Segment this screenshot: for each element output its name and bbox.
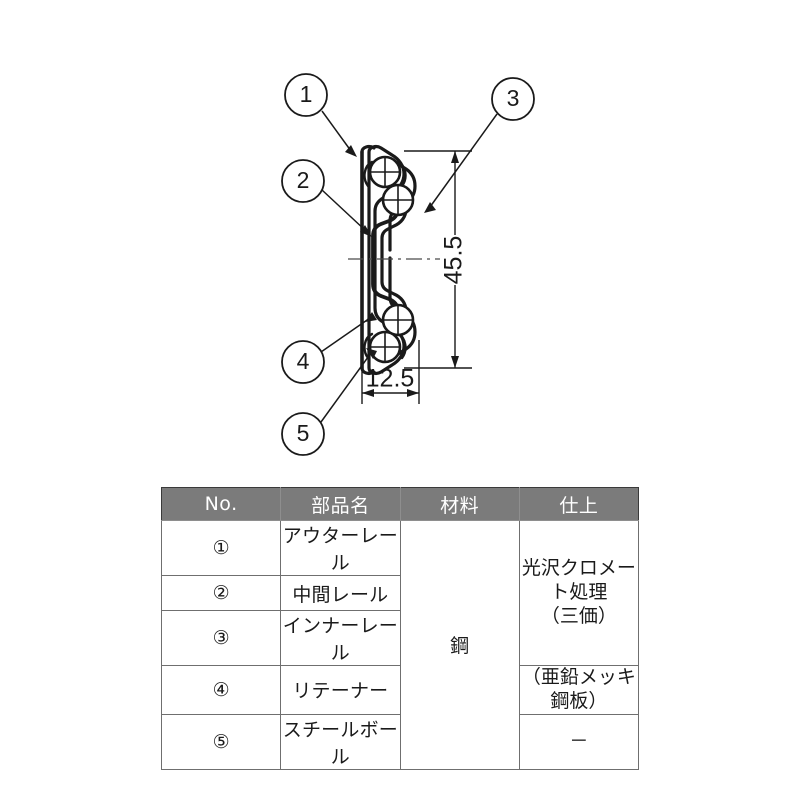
callout-circle-3 bbox=[491, 77, 535, 121]
cell-material-merged: 鋼 bbox=[399, 520, 520, 770]
parts-table: No. 部品名 材料 仕上 ① アウターレール 鋼 光沢クロメート処理 （三価）… bbox=[160, 487, 640, 770]
cell-finish-chromate: 光沢クロメート処理 （三価） bbox=[518, 520, 640, 666]
table-row: ① アウターレール 鋼 光沢クロメート処理 （三価） bbox=[160, 520, 640, 770]
cell-no-4: ④ bbox=[160, 665, 282, 715]
callout-3: 3 bbox=[491, 77, 535, 121]
arrow-top bbox=[451, 151, 459, 163]
inner-rail-path bbox=[371, 194, 400, 326]
dimension-width-label: 12.5 bbox=[366, 365, 415, 393]
leader-line-2 bbox=[321, 189, 367, 232]
leader-lines-group bbox=[320, 110, 498, 423]
header-no: No. bbox=[160, 487, 282, 521]
outer-rail-top-cap bbox=[360, 145, 376, 154]
table-header-row: No. 部品名 材料 仕上 bbox=[160, 487, 640, 521]
arrow-left bbox=[362, 389, 374, 397]
steel-ball-top bbox=[368, 155, 402, 189]
callout-circle-5 bbox=[281, 412, 325, 456]
callout-4: 4 bbox=[281, 340, 325, 384]
retainer-upper-cage bbox=[363, 160, 407, 188]
leader-arrow-1 bbox=[345, 145, 357, 157]
steel-ball-lower-mid bbox=[381, 303, 415, 337]
slide-cross-section-diagram: 45.5 12.5 1 bbox=[281, 73, 535, 456]
leader-arrowheads-group bbox=[345, 145, 436, 359]
cell-no-2: ② bbox=[160, 575, 282, 611]
leader-arrow-5 bbox=[366, 348, 377, 359]
callout-circle-4 bbox=[281, 340, 325, 384]
steel-balls-group bbox=[368, 155, 415, 364]
cell-finish-retainer: （亜鉛メッキ鋼板） bbox=[518, 665, 640, 715]
table-row: ④ リテーナー （亜鉛メッキ鋼板） bbox=[160, 665, 640, 715]
callout-label-4: 4 bbox=[297, 348, 310, 374]
leader-arrow-3 bbox=[424, 202, 436, 213]
callout-label-5: 5 bbox=[297, 420, 310, 446]
callout-label-2: 2 bbox=[297, 167, 310, 193]
dimension-height-45-5 bbox=[404, 150, 472, 369]
leader-line-1 bbox=[321, 110, 352, 152]
callout-label-1: 1 bbox=[300, 81, 313, 107]
cell-name-1: アウターレール bbox=[280, 520, 401, 576]
table-row: ⑤ スチールボール － bbox=[160, 713, 640, 770]
outer-rail-path bbox=[367, 145, 406, 375]
table-row: ② 中間レール bbox=[160, 575, 639, 611]
cell-name-4: リテーナー bbox=[280, 665, 401, 715]
callout-1: 1 bbox=[284, 73, 328, 117]
inner-rail-outer-face bbox=[380, 194, 408, 326]
leader-line-3 bbox=[429, 113, 498, 208]
steel-ball-bottom bbox=[368, 330, 402, 364]
steel-ball-upper-mid bbox=[381, 183, 415, 217]
callout-circle-1 bbox=[284, 73, 328, 117]
header-part-name: 部品名 bbox=[280, 487, 401, 521]
callout-circle-2 bbox=[281, 159, 325, 203]
table-row: ③ インナーレール bbox=[160, 610, 639, 666]
header-finish: 仕上 bbox=[518, 487, 640, 521]
header-material: 材料 bbox=[399, 487, 520, 521]
leader-arrow-2 bbox=[360, 225, 372, 237]
arrow-bottom bbox=[451, 356, 459, 368]
parts-table-header: No. 部品名 材料 仕上 bbox=[160, 487, 640, 521]
leader-line-4 bbox=[320, 317, 371, 353]
dimension-height-label: 45.5 bbox=[440, 236, 468, 285]
technical-drawing: 45.5 12.5 1 bbox=[281, 73, 535, 456]
callout-label-3: 3 bbox=[507, 85, 520, 111]
arrow-right bbox=[407, 389, 419, 397]
parts-table-body: ① アウターレール 鋼 光沢クロメート処理 （三価） ② 中間レール ③ インナ… bbox=[160, 520, 640, 770]
cell-finish-steel-ball: － bbox=[518, 713, 640, 770]
cell-no-5: ⑤ bbox=[160, 713, 282, 770]
callout-2: 2 bbox=[281, 159, 325, 203]
cell-name-5: スチールボール bbox=[280, 713, 401, 770]
callout-5: 5 bbox=[281, 412, 325, 456]
finish-chromate-line1: 光沢クロメート処理 bbox=[521, 557, 636, 604]
cell-name-3: インナーレール bbox=[280, 610, 401, 666]
leader-line-5 bbox=[320, 352, 372, 423]
dimension-width-12-5 bbox=[361, 340, 420, 404]
finish-chromate-line2: （三価） bbox=[540, 604, 617, 627]
cell-no-1: ① bbox=[160, 520, 282, 576]
leader-arrow-4 bbox=[365, 312, 377, 322]
cell-name-2: 中間レール bbox=[280, 575, 401, 611]
cell-no-3: ③ bbox=[160, 610, 282, 666]
